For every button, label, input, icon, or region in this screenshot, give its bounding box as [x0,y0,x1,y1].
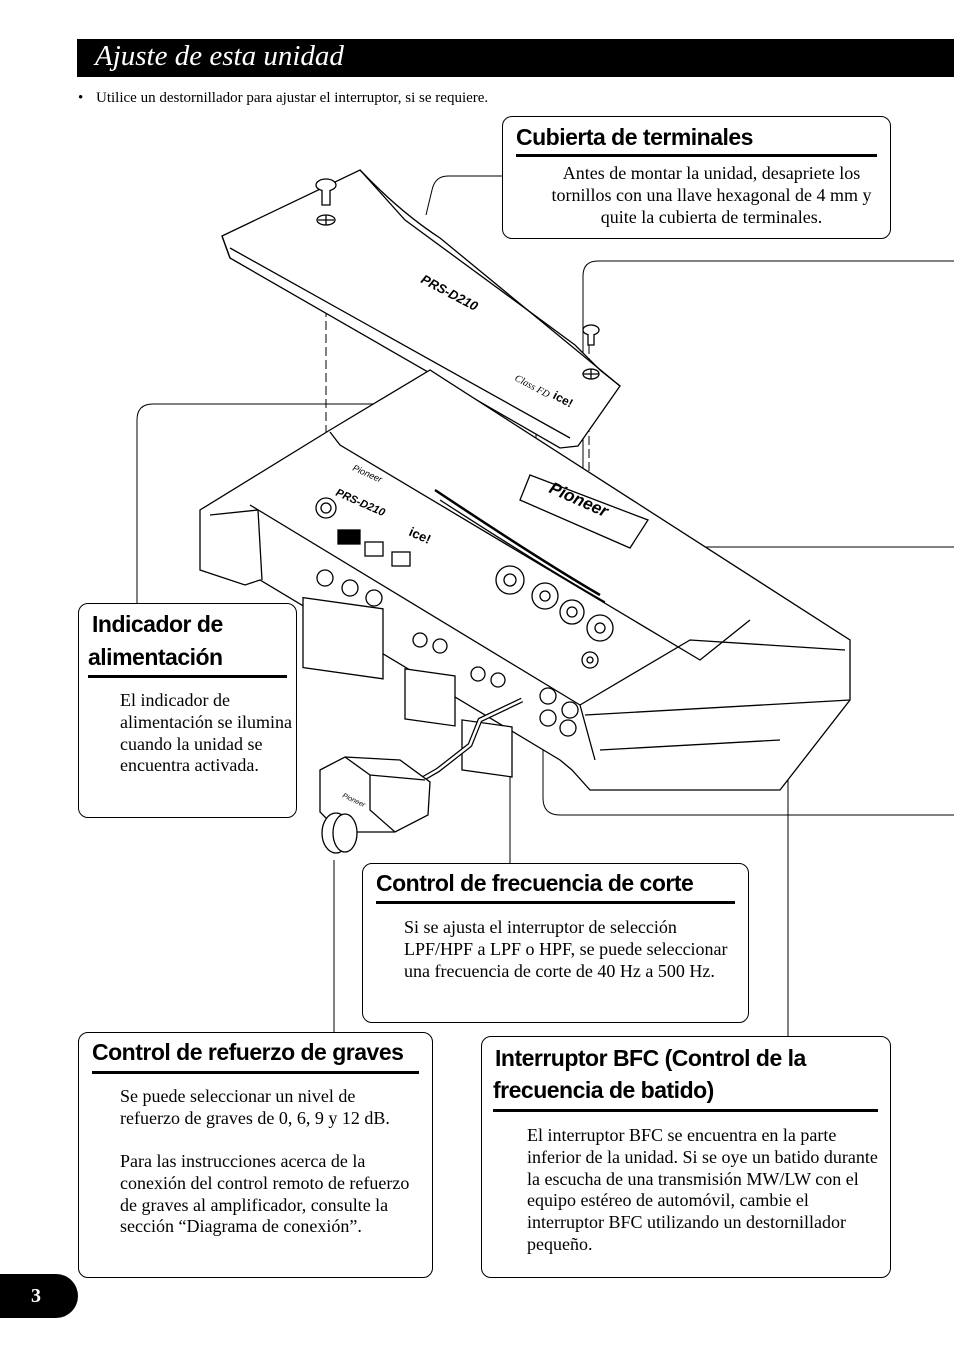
page-number-tab: 3 [0,1274,78,1318]
cover-screws [315,178,600,380]
callout-power-indicator-body: El indicador de alimentación se ilumina … [120,690,292,776]
callout-bass-boost-body-1: Se puede seleccionar un nivel de refuerz… [120,1086,390,1128]
callout-bass-boost-title: Control de refuerzo de graves [92,1039,404,1065]
callout-power-indicator-title-2: alimentación [88,644,223,670]
amplifier-dials [315,497,614,669]
callout-bass-boost-body-2: Para las instrucciones acerca de la cone… [120,1151,410,1237]
bullet-mark: • [78,90,84,106]
callout-terminal-cover-rule [516,154,877,157]
terminal-cover [221,169,621,449]
callout-bfc-switch-rule [493,1109,878,1112]
callout-bfc-switch: Interruptor BFC (Control de la frecuenci… [481,1036,891,1278]
callout-power-indicator-rule [88,675,287,678]
callout-power-indicator-title-1: Indicador de [92,611,223,637]
section-title-bar: Ajuste de esta unidad [77,39,954,77]
callout-cutoff-frequency-body: Si se ajusta el interruptor de selección… [404,917,728,981]
callout-bfc-switch-title-1: Interruptor BFC (Control de la [495,1045,806,1071]
callout-cutoff-frequency-rule [376,901,735,904]
page-number: 3 [31,1285,41,1307]
bass-boost-remote [319,697,524,854]
callout-terminal-cover-title: Cubierta de terminales [516,124,753,150]
brand-plate [519,474,649,549]
callout-terminal-cover: Cubierta de terminales Antes de montar l… [502,116,891,239]
callout-cutoff-frequency: Control de frecuencia de corte Si se aju… [362,863,749,1023]
callout-power-indicator: Indicador de alimentación El indicador d… [78,603,297,818]
page-title: Ajuste de esta unidad [95,40,344,72]
callout-terminal-cover-body: Antes de montar la unidad, desapriete lo… [551,163,872,227]
callout-bass-boost: Control de refuerzo de graves Se puede s… [78,1032,433,1278]
intro-note: • Utilice un destornillador para ajustar … [78,89,488,107]
amplifier-terminals [302,569,579,778]
callout-cutoff-frequency-title: Control de frecuencia de corte [376,870,694,896]
callout-bfc-switch-title-2: frecuencia de batido) [493,1077,714,1103]
callout-bfc-switch-body: El interruptor BFC se encuentra en la pa… [527,1125,878,1254]
intro-text: Utilice un destornillador para ajustar e… [96,90,489,106]
amplifier-body [199,369,851,791]
callout-bass-boost-rule [92,1071,419,1074]
